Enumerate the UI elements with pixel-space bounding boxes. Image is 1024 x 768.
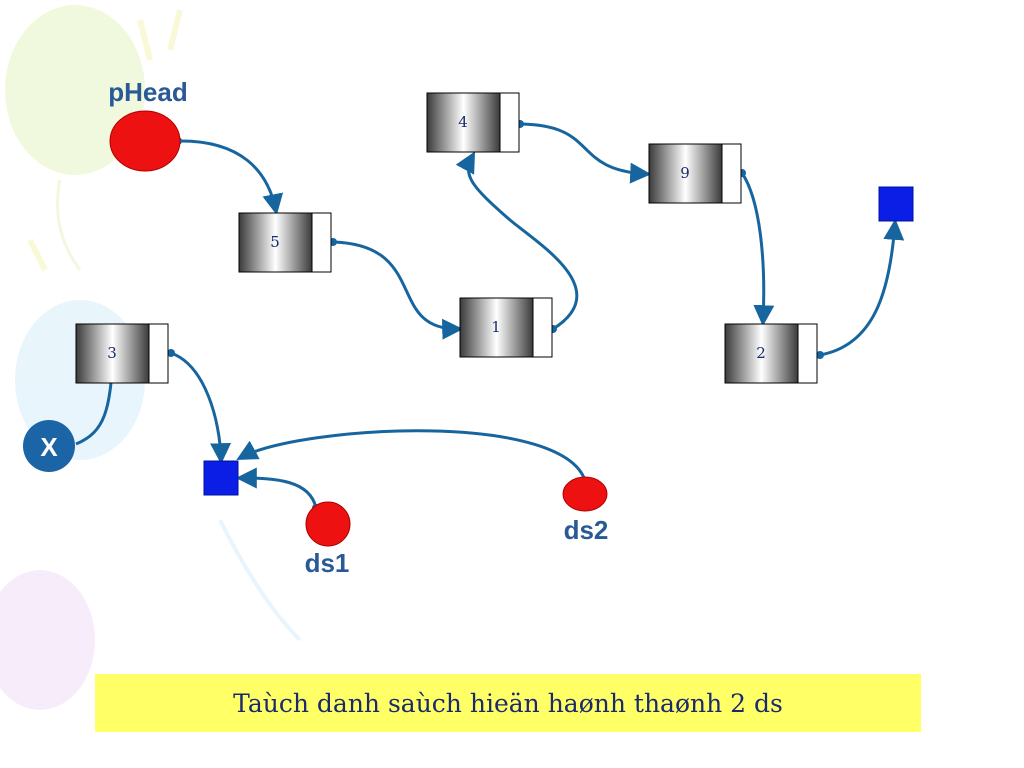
ds1-label: ds1 bbox=[305, 548, 350, 578]
link-ds1-to-null bbox=[235, 467, 318, 509]
node-value: 2 bbox=[756, 344, 766, 362]
link-3-to-null bbox=[170, 351, 232, 465]
list-node-4: 4 bbox=[426, 92, 520, 153]
phead-label: pHead bbox=[108, 77, 187, 107]
link-2-to-null bbox=[819, 218, 905, 357]
link-ds2-to-null bbox=[236, 429, 588, 485]
link-1-to-4 bbox=[455, 151, 579, 331]
null-box-list1 bbox=[878, 186, 914, 222]
node-value: 1 bbox=[491, 318, 501, 336]
link-4-to-9 bbox=[519, 122, 652, 184]
list-node-1: 1 bbox=[459, 297, 553, 358]
caption-text: Taùch danh saùch hieän haønh thaønh 2 ds bbox=[233, 688, 783, 718]
link-5-to-1 bbox=[332, 240, 464, 340]
phead-pointer bbox=[109, 110, 181, 172]
x-label: X bbox=[40, 432, 58, 462]
ds2-pointer bbox=[562, 476, 608, 512]
link-9-to-2 bbox=[740, 172, 775, 327]
links bbox=[75, 122, 905, 509]
node-value: 4 bbox=[458, 113, 468, 131]
ds1-pointer bbox=[305, 501, 351, 547]
node-value: 9 bbox=[680, 164, 690, 182]
ds2-label: ds2 bbox=[564, 515, 609, 545]
list-node-5: 5 bbox=[238, 212, 332, 273]
link-phead-to-5 bbox=[177, 139, 284, 216]
list-node-9: 9 bbox=[648, 143, 742, 204]
null-box-shared bbox=[203, 460, 239, 496]
list-node-3: 3 bbox=[75, 323, 169, 384]
node-value: 5 bbox=[270, 233, 280, 251]
caption-bar: Taùch danh saùch hieän haønh thaønh 2 ds bbox=[95, 674, 921, 732]
x-pointer bbox=[23, 420, 75, 472]
list-node-2: 2 bbox=[724, 323, 818, 384]
node-value: 3 bbox=[107, 344, 117, 362]
